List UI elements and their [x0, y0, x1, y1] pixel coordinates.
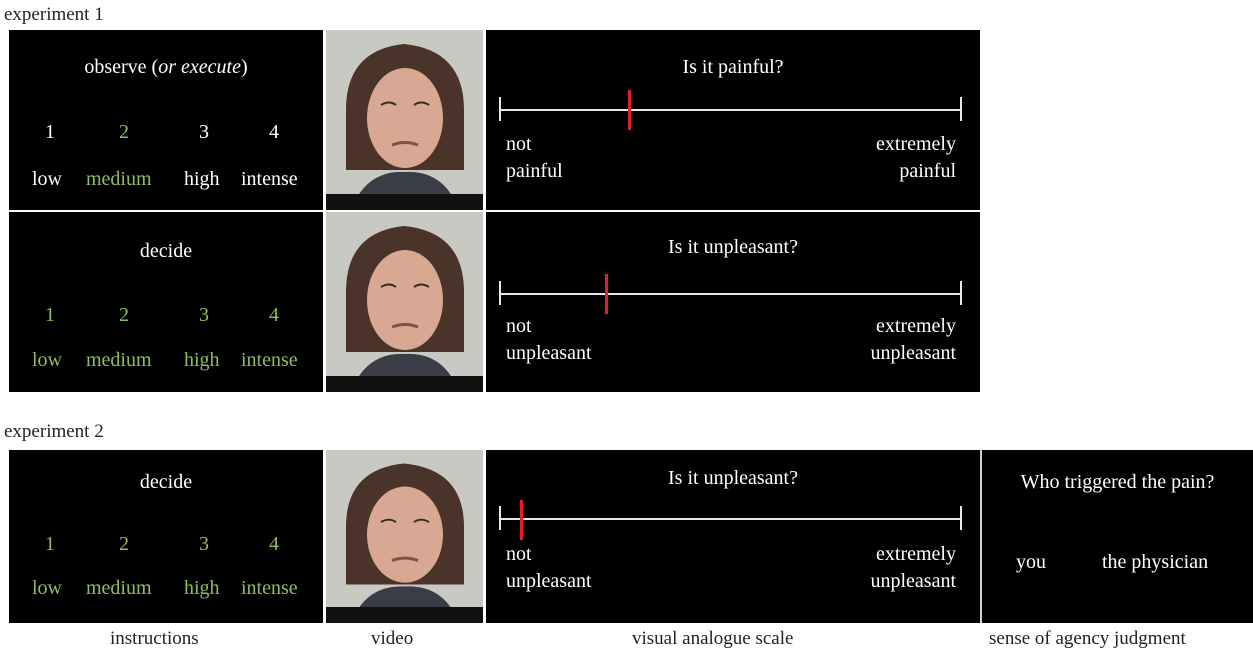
instructions-panel: observe (or execute) 1 2 3 4 low medium … [9, 30, 323, 210]
instruction-title: decide [139, 471, 193, 493]
right-anchor-line1: extremely [876, 543, 956, 565]
rating-number-3: 3 [199, 533, 209, 555]
left-anchor-line1: not [506, 315, 532, 337]
video-bottom-band [326, 376, 483, 392]
video-bottom-band [326, 194, 483, 210]
video-bottom-band [326, 607, 483, 623]
vas-panel: Is it unpleasant? not unpleasant extreme… [486, 450, 980, 623]
level-high: high [184, 577, 220, 599]
right-anchor-line1: extremely [876, 315, 956, 337]
rating-number-3: 3 [199, 304, 209, 326]
level-medium: medium [86, 168, 152, 190]
vas-question: Is it painful? [682, 56, 784, 78]
level-intense: intense [241, 168, 298, 190]
level-medium: medium [86, 349, 152, 371]
face-image [326, 212, 483, 392]
scale-line [500, 293, 962, 295]
level-intense: intense [241, 349, 298, 371]
video-frame [326, 30, 483, 210]
level-high: high [184, 168, 220, 190]
caption-agency: sense of agency judgment [989, 628, 1186, 649]
left-anchor-line2: unpleasant [506, 570, 592, 592]
rating-number-4: 4 [269, 533, 279, 555]
agency-panel: Who triggered the pain? you the physicia… [980, 450, 1253, 623]
rating-number-4: 4 [269, 304, 279, 326]
rating-number-2: 2 [119, 533, 129, 555]
left-anchor-line2: unpleasant [506, 342, 592, 364]
level-intense: intense [241, 577, 298, 599]
rating-number-1: 1 [45, 304, 55, 326]
rating-marker[interactable] [519, 500, 523, 540]
video-frame [326, 450, 483, 623]
left-anchor-line1: not [506, 133, 532, 155]
face-image [326, 450, 483, 623]
rating-number-4: 4 [269, 121, 279, 143]
face-image [326, 30, 483, 210]
experiment-1-label: experiment 1 [4, 4, 104, 25]
rating-number-3: 3 [199, 121, 209, 143]
instructions-panel: decide 1 2 3 4 low medium high intense [9, 450, 323, 623]
level-low: low [32, 577, 62, 599]
right-anchor-line2: unpleasant [870, 342, 956, 364]
agency-question: Who triggered the pain? [1020, 471, 1215, 493]
caption-vas: visual analogue scale [632, 628, 794, 649]
right-anchor-line2: unpleasant [870, 570, 956, 592]
level-medium: medium [86, 577, 152, 599]
vas-question: Is it unpleasant? [668, 236, 798, 258]
video-frame [326, 212, 483, 392]
instructions-panel: decide 1 2 3 4 low medium high intense [9, 212, 323, 392]
rating-marker[interactable] [605, 274, 609, 314]
left-anchor-line2: painful [506, 160, 563, 182]
caption-video: video [371, 628, 414, 649]
agency-option-you[interactable]: you [1016, 551, 1046, 573]
level-high: high [184, 349, 220, 371]
level-low: low [32, 168, 62, 190]
scale-line [500, 518, 962, 520]
rating-number-1: 1 [45, 533, 55, 555]
experiment-2-label: experiment 2 [4, 421, 104, 442]
agency-option-physician[interactable]: the physician [1102, 551, 1209, 573]
left-anchor-line1: not [506, 543, 532, 565]
rating-marker[interactable] [628, 90, 632, 130]
right-anchor-line1: extremely [876, 133, 956, 155]
right-anchor-line2: painful [899, 160, 956, 182]
vas-panel: Is it unpleasant? not unpleasant extreme… [486, 212, 980, 392]
rating-number-2: 2 [119, 304, 129, 326]
rating-number-1: 1 [45, 121, 55, 143]
instruction-title: observe (or execute) [84, 56, 248, 78]
caption-instructions: instructions [110, 628, 199, 649]
scale-line [500, 109, 962, 111]
level-low: low [32, 349, 62, 371]
vas-question: Is it unpleasant? [668, 467, 798, 489]
rating-number-2: 2 [119, 121, 129, 143]
vas-panel: Is it painful? not painful extremely pai… [486, 30, 980, 210]
instruction-title: decide [139, 240, 193, 262]
